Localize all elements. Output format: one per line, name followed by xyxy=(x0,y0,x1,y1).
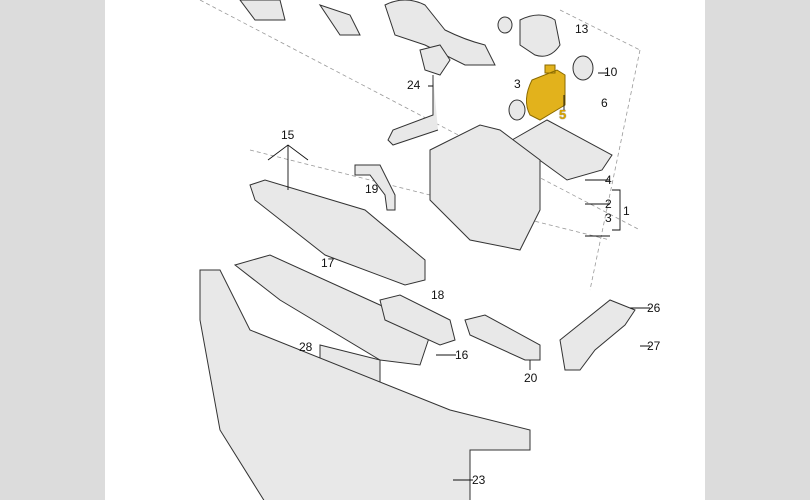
bracket-26[interactable] xyxy=(559,299,636,371)
elbow-pipe-13[interactable] xyxy=(519,14,561,57)
duct-20[interactable] xyxy=(464,314,541,361)
label-6[interactable]: 6 xyxy=(601,96,608,110)
mass-air-flow-sensor-5[interactable] xyxy=(526,64,566,121)
label-2[interactable]: 2 xyxy=(605,197,612,211)
air-filter-housing-2[interactable] xyxy=(429,124,541,251)
label-27[interactable]: 27 xyxy=(647,339,661,353)
exploded-view-drawing xyxy=(199,0,650,500)
leader-lines xyxy=(267,72,650,481)
vacuum-unit-24[interactable] xyxy=(387,44,451,146)
lock-carrier-23[interactable] xyxy=(199,269,531,500)
air-guide-17[interactable] xyxy=(233,254,431,366)
hose-19[interactable] xyxy=(354,164,396,211)
label-1[interactable]: 1 xyxy=(623,204,630,218)
o-ring-top[interactable] xyxy=(497,16,513,34)
label-18[interactable]: 18 xyxy=(431,288,445,302)
air-duct-15[interactable] xyxy=(249,179,426,286)
label-28[interactable]: 28 xyxy=(299,340,313,354)
label-10[interactable]: 10 xyxy=(604,65,618,79)
label-3[interactable]: 3 xyxy=(605,211,612,225)
parts-diagram: 13 10 3 24 6 5 15 4 19 2 1 3 17 18 26 28… xyxy=(105,0,705,500)
label-3-top[interactable]: 3 xyxy=(514,77,521,91)
label-4[interactable]: 4 xyxy=(605,173,612,187)
label-19[interactable]: 19 xyxy=(365,182,379,196)
label-15[interactable]: 15 xyxy=(281,128,295,142)
resonator-18[interactable] xyxy=(379,294,456,346)
turbocharger-part[interactable] xyxy=(384,0,496,66)
label-20[interactable]: 20 xyxy=(524,371,538,385)
air-filter-cover-4[interactable] xyxy=(511,119,613,181)
label-26[interactable]: 26 xyxy=(647,301,661,315)
label-24[interactable]: 24 xyxy=(407,78,421,92)
label-17[interactable]: 17 xyxy=(321,256,335,270)
label-23[interactable]: 23 xyxy=(472,473,486,487)
o-ring-3[interactable] xyxy=(508,99,526,121)
hose-part[interactable] xyxy=(239,0,361,36)
label-16[interactable]: 16 xyxy=(455,348,469,362)
label-5-highlighted[interactable]: 5 xyxy=(559,107,567,122)
clamp-10[interactable] xyxy=(572,55,594,81)
label-13[interactable]: 13 xyxy=(575,22,589,36)
